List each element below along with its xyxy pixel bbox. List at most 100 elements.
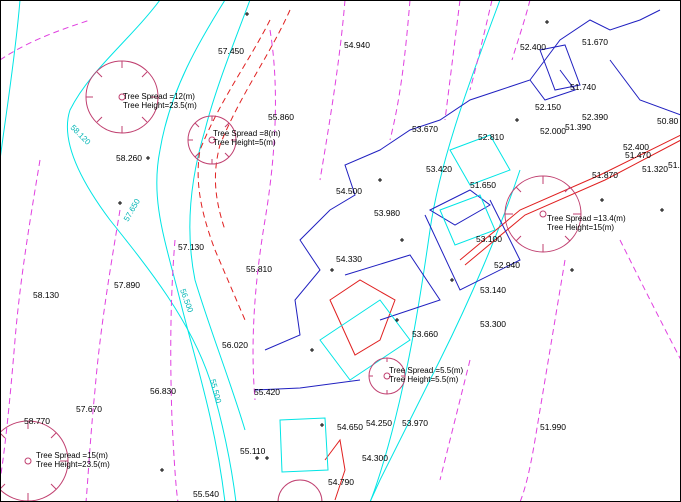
spot-level-label: 58.770 bbox=[24, 416, 50, 426]
spot-level-label: 57.670 bbox=[76, 404, 102, 414]
contour-label: 55.500 bbox=[208, 378, 223, 404]
tree-spread-label: Tree Spread =15(m) bbox=[36, 451, 108, 460]
building bbox=[424, 199, 521, 291]
tree-symbol bbox=[277, 479, 323, 502]
contour-line bbox=[0, 0, 21, 161]
spot-level-label: 57.890 bbox=[114, 280, 140, 290]
contour-line bbox=[156, 0, 226, 502]
contour-labels: 58.120 57.650 56.500 55.500 bbox=[69, 123, 224, 405]
spot-level-label: 57.450 bbox=[218, 46, 244, 56]
spot-level-label: 53.100 bbox=[476, 234, 502, 244]
spot-level-label: 51.470 bbox=[625, 150, 651, 160]
contour-line bbox=[439, 359, 471, 481]
spot-level-label: 55.860 bbox=[268, 112, 294, 122]
spot-level-label: 54.650 bbox=[337, 422, 363, 432]
spot-level-label: 51.650 bbox=[470, 180, 496, 190]
contour-line bbox=[170, 239, 179, 502]
spot-level-label: 53.420 bbox=[426, 164, 452, 174]
spot-level-label: 52.000 bbox=[540, 126, 566, 136]
spot-level-label: 50.80 bbox=[657, 116, 679, 126]
spot-level-label: 55.420 bbox=[254, 387, 280, 397]
spot-level-label: 58.130 bbox=[33, 290, 59, 300]
contour-line bbox=[511, 0, 531, 61]
spot-level-label: 51.670 bbox=[582, 37, 608, 47]
spot-level-label: 52.150 bbox=[535, 102, 561, 112]
tree-symbol bbox=[504, 175, 582, 253]
spot-level-label: 58.260 bbox=[116, 153, 142, 163]
spot-level-label: 52.400 bbox=[520, 42, 546, 52]
spot-level-label: 54.250 bbox=[366, 418, 392, 428]
contour-label: 58.120 bbox=[69, 123, 93, 147]
spot-level-label: 51.320 bbox=[642, 164, 668, 174]
contour-line bbox=[369, 169, 521, 502]
spot-level-label: 51.6 bbox=[668, 160, 681, 170]
spot-level-label: 51.740 bbox=[570, 82, 596, 92]
tree-height-label: Tree Height=23.5(m) bbox=[123, 101, 197, 110]
tree-annotations: Tree Spread =12(m) Tree Height=23.5(m) T… bbox=[36, 92, 626, 469]
spot-level-label: 53.660 bbox=[412, 329, 438, 339]
tree-spread-label: Tree Spread =5.5(m) bbox=[389, 366, 464, 375]
spot-level-label: 53.980 bbox=[374, 208, 400, 218]
contour-line bbox=[444, 0, 461, 121]
contour-label: 57.650 bbox=[122, 197, 142, 223]
spot-level-label: 54.940 bbox=[344, 40, 370, 50]
contour-line bbox=[85, 209, 121, 502]
contour-line bbox=[319, 0, 346, 181]
contour-line bbox=[0, 159, 41, 481]
tree-symbol bbox=[368, 357, 406, 395]
tree-height-label: Tree Height=5.5(m) bbox=[389, 375, 459, 384]
tree-spread-label: Tree Spread =12(m) bbox=[123, 92, 195, 101]
tree-height-label: Tree Height=5(m) bbox=[213, 138, 276, 147]
structure-outlines bbox=[279, 134, 511, 473]
spot-level-label: 51.870 bbox=[592, 170, 618, 180]
tree-symbol bbox=[85, 60, 159, 134]
spot-level-label: 53.300 bbox=[480, 319, 506, 329]
spot-level-label: 52.390 bbox=[582, 112, 608, 122]
building bbox=[428, 189, 491, 226]
spot-level-label: 56.020 bbox=[222, 340, 248, 350]
tree-symbol bbox=[187, 115, 237, 165]
building bbox=[344, 254, 441, 321]
spot-level-label: 55.810 bbox=[246, 264, 272, 274]
contour-line bbox=[619, 239, 681, 361]
spot-level-label: 54.790 bbox=[328, 477, 354, 487]
building bbox=[254, 379, 361, 391]
spot-level-label: 54.300 bbox=[362, 453, 388, 463]
building bbox=[264, 9, 661, 351]
contour-line bbox=[0, 19, 91, 61]
building bbox=[529, 69, 576, 101]
spot-level-label: 56.830 bbox=[150, 386, 176, 396]
spot-level-label: 51.390 bbox=[565, 122, 591, 132]
spot-level-label: 55.110 bbox=[240, 446, 266, 456]
contour-line bbox=[389, 0, 411, 141]
spot-level-label: 51.990 bbox=[540, 422, 566, 432]
spot-level-labels: 57.450 54.940 52.400 51.670 55.860 51.74… bbox=[24, 37, 681, 499]
contour-line bbox=[369, 0, 501, 502]
contour-line bbox=[469, 0, 493, 91]
tree-spread-label: Tree Spread =13.4(m) bbox=[547, 214, 626, 223]
spot-level-label: 52.940 bbox=[494, 260, 520, 270]
building bbox=[609, 59, 681, 116]
tree-height-label: Tree Height=23.5(m) bbox=[36, 460, 110, 469]
spot-level-label: 54.500 bbox=[336, 186, 362, 196]
tree-spread-label: Tree Spread =8(m) bbox=[213, 129, 281, 138]
spot-level-label: 53.970 bbox=[402, 418, 428, 428]
building-outlines bbox=[254, 9, 681, 391]
contour-line bbox=[519, 259, 566, 502]
tree-canopies bbox=[0, 60, 582, 502]
spot-markers bbox=[118, 12, 664, 472]
spot-level-label: 52.810 bbox=[478, 132, 504, 142]
spot-level-label: 55.540 bbox=[193, 489, 219, 499]
building bbox=[539, 44, 581, 91]
spot-level-label: 52.400 bbox=[623, 142, 649, 152]
contour-line bbox=[189, 0, 251, 431]
spot-level-label: 57.130 bbox=[178, 242, 204, 252]
tree-height-label: Tree Height=15(m) bbox=[547, 223, 614, 232]
spot-level-label: 54.330 bbox=[336, 254, 362, 264]
contour-line bbox=[252, 29, 276, 401]
fence-lines bbox=[197, 9, 681, 501]
spot-level-label: 53.140 bbox=[480, 285, 506, 295]
